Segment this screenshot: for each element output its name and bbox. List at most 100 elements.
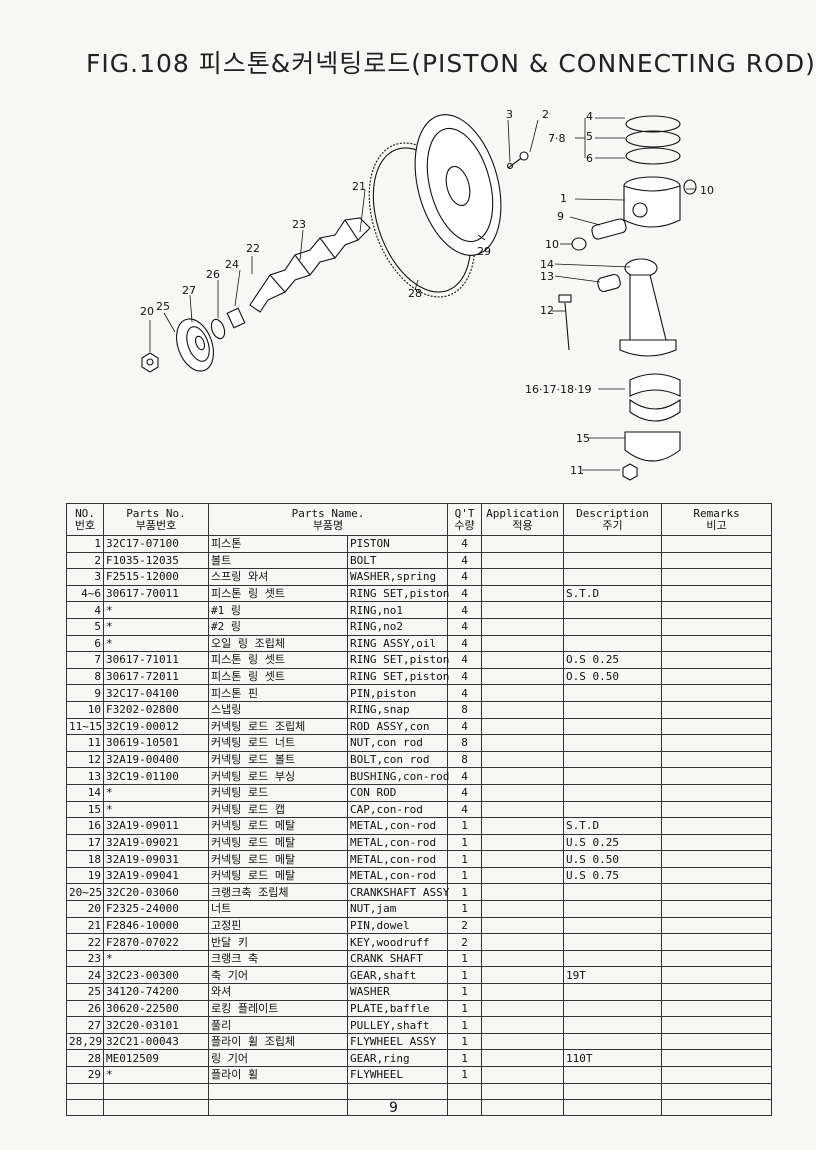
cell-app (481, 817, 565, 835)
cell-part: F2325-24000 (103, 900, 209, 918)
cell-remarks (661, 783, 773, 802)
cell-kr: 오일 링 조립체 (208, 634, 348, 653)
cell-app (481, 734, 565, 752)
cell-remarks (661, 601, 773, 619)
cell-remarks (661, 1049, 773, 1067)
cell-desc (563, 568, 663, 586)
cell-app (481, 551, 565, 570)
connecting-rod-part-14-drawing (619, 258, 677, 357)
cell-qty: 4 (447, 601, 483, 619)
cell-remarks (661, 983, 773, 1001)
cell-en: FLYWHEEL ASSY (346, 1032, 449, 1051)
cell-qty: 1 (447, 850, 483, 868)
cell-part: * (103, 634, 209, 653)
cell-remarks (661, 850, 773, 868)
cell-en: BUSHING,con-rod (346, 767, 449, 785)
header-parts-name: Parts Name.부품명 (207, 503, 449, 536)
cell-part: F2846-10000 (103, 916, 209, 935)
cell-remarks (661, 1066, 773, 1084)
cell-remarks (661, 767, 773, 785)
cell-no: 10 (66, 700, 104, 719)
cell-desc: O.S 0.25 (563, 651, 663, 669)
cell-app (481, 750, 565, 769)
cell-part: ME012509 (103, 1049, 209, 1067)
cell-part: 32C19-00012 (103, 717, 209, 736)
cell-kr: 피스톤 핀 (208, 684, 348, 702)
cell-en: CAP,con-rod (346, 800, 449, 819)
cell-kr: 고정핀 (208, 916, 348, 935)
label-22: 22 (246, 242, 260, 255)
cell-app (481, 700, 565, 719)
cell-kr: 볼트 (208, 551, 348, 570)
cell-app (481, 866, 565, 885)
label-7-8: 7·8 (548, 132, 566, 145)
empty-cell (661, 1082, 773, 1100)
cell-en: METAL,con-rod (346, 817, 449, 835)
cell-en: RING,no1 (346, 601, 449, 619)
cell-app (481, 634, 565, 653)
cell-part: F2515-12000 (103, 568, 209, 586)
cell-qty: 1 (447, 866, 483, 885)
empty-cell (346, 1082, 449, 1100)
cell-desc (563, 883, 663, 902)
cell-qty: 1 (447, 900, 483, 918)
cell-en: GEAR,ring (346, 1049, 449, 1067)
cell-kr: 풀리 (208, 1016, 348, 1034)
cell-remarks (661, 568, 773, 586)
cell-part: 32C17-07100 (103, 535, 209, 553)
cell-remarks (661, 684, 773, 702)
cell-no: 15 (66, 800, 104, 819)
cell-no: 18 (66, 850, 104, 868)
rod-bolt-part-12-drawing (558, 294, 572, 351)
label-26: 26 (206, 268, 220, 281)
cell-desc (563, 900, 663, 918)
cell-remarks (661, 966, 773, 985)
header-parts-no: Parts No.부품번호 (103, 503, 209, 536)
cell-desc (563, 933, 663, 951)
cell-remarks (661, 1032, 773, 1051)
empty-cell (447, 1082, 483, 1100)
cell-no: 8 (66, 667, 104, 686)
flywheel-part-29-drawing (414, 114, 502, 256)
empty-cell (66, 1082, 104, 1100)
cell-no: 4 (66, 601, 104, 619)
cell-qty: 1 (447, 833, 483, 852)
cell-part: F3202-02800 (103, 700, 209, 719)
cell-app (481, 949, 565, 968)
cell-en: RING SET,piston (346, 667, 449, 686)
cell-kr: 커넥팅 로드 부싱 (208, 767, 348, 785)
cell-desc (563, 916, 663, 935)
label-10-left: 10 (545, 238, 559, 251)
nut-part-20-drawing (141, 352, 159, 373)
cell-desc: O.S 0.50 (563, 667, 663, 686)
cell-no: 21 (66, 916, 104, 935)
bushing-part-13-drawing (597, 273, 621, 293)
cell-qty: 4 (447, 651, 483, 669)
cell-remarks (661, 667, 773, 686)
cell-en: CRANK SHAFT (346, 949, 449, 968)
cell-no: 12 (66, 750, 104, 769)
cell-en: ROD ASSY,con (346, 717, 449, 736)
cell-no: 28 (66, 1049, 104, 1067)
cell-app (481, 1049, 565, 1067)
cell-app (481, 1032, 565, 1051)
cell-kr: 플라이 휠 (208, 1066, 348, 1084)
cell-kr: 플라이 휠 조립체 (208, 1032, 348, 1051)
cell-en: RING SET,piston (346, 651, 449, 669)
cell-no: 14 (66, 783, 104, 802)
cell-qty: 4 (447, 667, 483, 686)
piston-rings-part-4-6-drawing (625, 115, 681, 165)
cell-desc: U.S 0.50 (563, 850, 663, 868)
cell-part: 32C20-03060 (103, 883, 209, 902)
cell-remarks (661, 584, 773, 603)
